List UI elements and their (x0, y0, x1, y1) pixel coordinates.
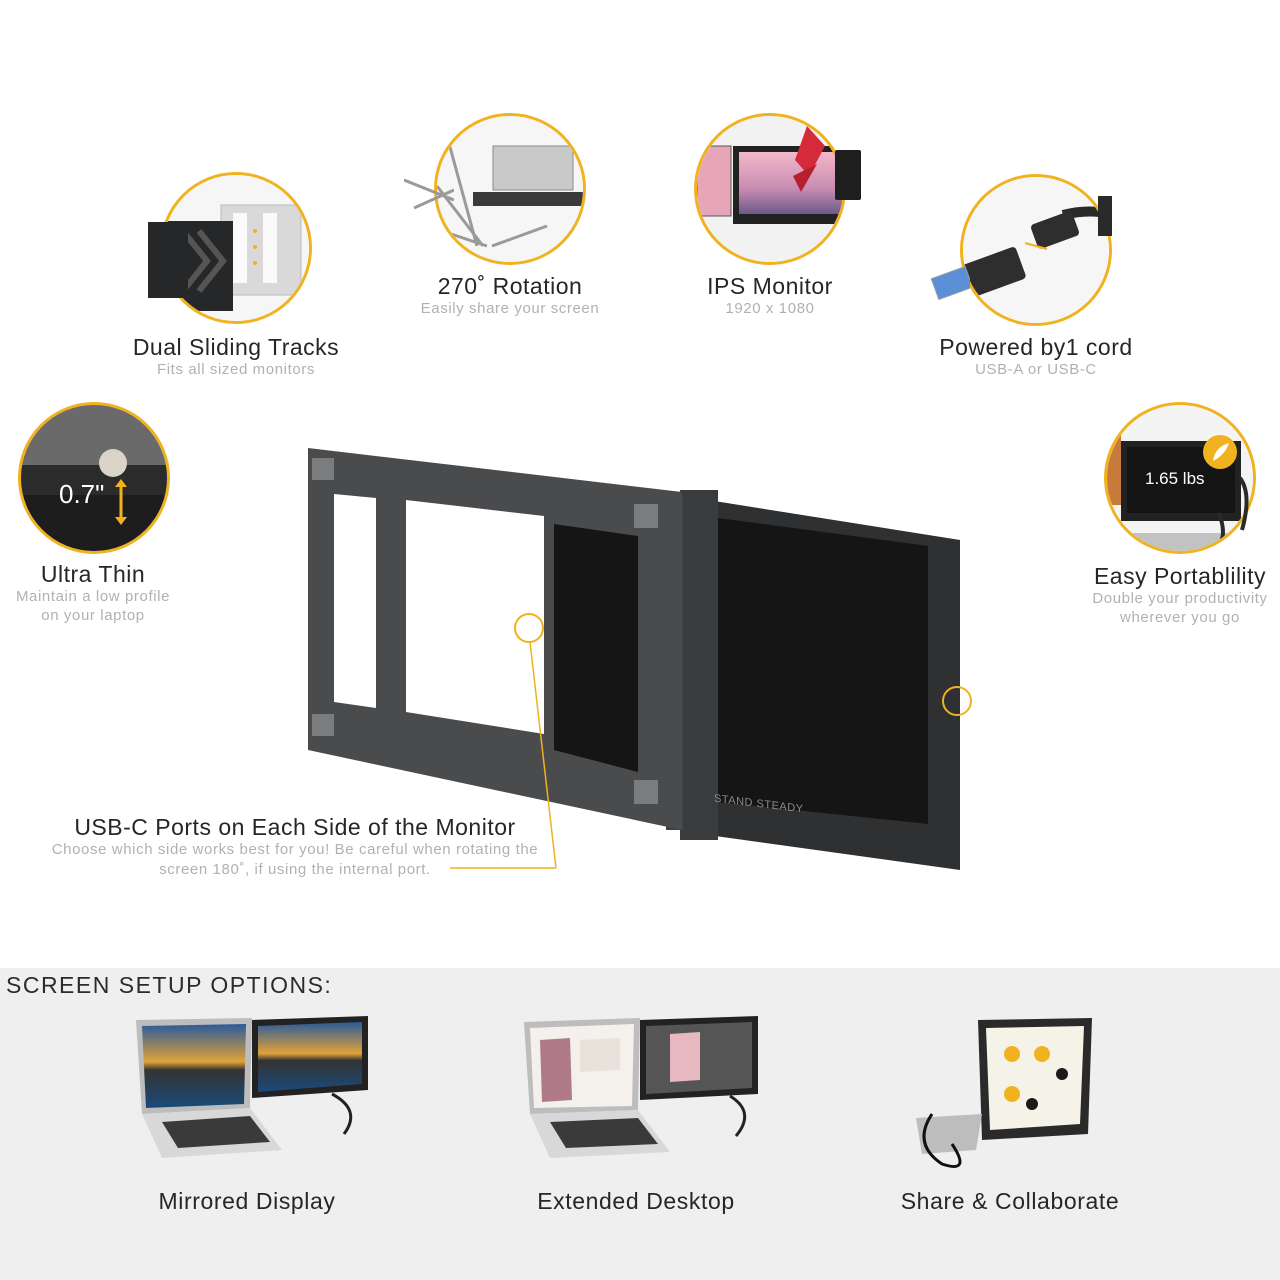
usb-callout-line (450, 641, 557, 869)
portability-subtitle-2: wherever you go (1120, 609, 1240, 626)
setup-option-mirrored[interactable]: Mirrored Display (158, 1188, 336, 1214)
portable-monitor-icon (1107, 405, 1253, 551)
setup-options-heading: SCREEN SETUP OPTIONS: (6, 972, 333, 998)
rotation-subtitle: Easily share your screen (420, 300, 600, 317)
rotation-laptop-icon (437, 116, 583, 262)
rotation-image (434, 113, 586, 265)
portability-cable-overhang (1238, 474, 1256, 534)
setup-option-extended[interactable]: Extended Desktop (537, 1188, 735, 1214)
usb-a-plug-overhang (930, 262, 974, 302)
ultra-thin-image: 0.7" (18, 402, 170, 554)
usb-ports-line-2: screen 180˚, if using the internal port. (159, 861, 431, 878)
power-subtitle: USB-A or USB-C (975, 361, 1097, 378)
mounting-frame (308, 448, 682, 830)
usb-port-marker-left (514, 613, 544, 643)
product-illustration (308, 448, 960, 870)
portability-image: 1.65 lbs (1104, 402, 1256, 554)
feather-badge (1203, 435, 1237, 469)
dual-tracks-subtitle: Fits all sized monitors (156, 361, 315, 378)
dual-tracks-title: Dual Sliding Tracks (132, 334, 340, 360)
share-collaborate-image (916, 1018, 1092, 1168)
ips-monitor-overhang (835, 150, 861, 200)
portability-subtitle-1: Double your productivity (1092, 590, 1268, 607)
portable-monitor (666, 490, 960, 870)
weight-value: 1.65 lbs (1145, 469, 1205, 488)
usb-port-marker-right (942, 686, 972, 716)
power-title: Powered by1 cord (939, 334, 1133, 360)
rotation-arms-overhang (403, 170, 455, 210)
cable-overhang (1098, 196, 1112, 236)
track-plate-overhang (148, 222, 188, 298)
ips-screen-icon (697, 116, 843, 262)
power-cord-image (960, 174, 1112, 326)
setup-option-share[interactable]: Share & Collaborate (900, 1188, 1120, 1214)
portability-title: Easy Portablility (1093, 563, 1267, 589)
usb-cable-icon (963, 177, 1109, 323)
ips-monitor-image (694, 113, 846, 265)
ultra-thin-subtitle-2: on your laptop (41, 607, 145, 624)
extended-desktop-image (524, 1016, 758, 1158)
thickness-value: 0.7" (59, 479, 105, 509)
rotation-title: 270˚ Rotation (437, 273, 583, 299)
usb-ports-line-1: Choose which side works best for you! Be… (51, 841, 539, 858)
usb-ports-title: USB-C Ports on Each Side of the Monitor (74, 814, 516, 840)
ips-resolution: 1920 x 1080 (725, 300, 815, 317)
ultra-thin-title: Ultra Thin (40, 561, 146, 587)
ips-title: IPS Monitor (707, 273, 833, 299)
ultra-thin-subtitle-1: Maintain a low profile (15, 588, 171, 605)
feather-icon (1213, 443, 1229, 461)
mirrored-display-image (136, 1016, 368, 1158)
